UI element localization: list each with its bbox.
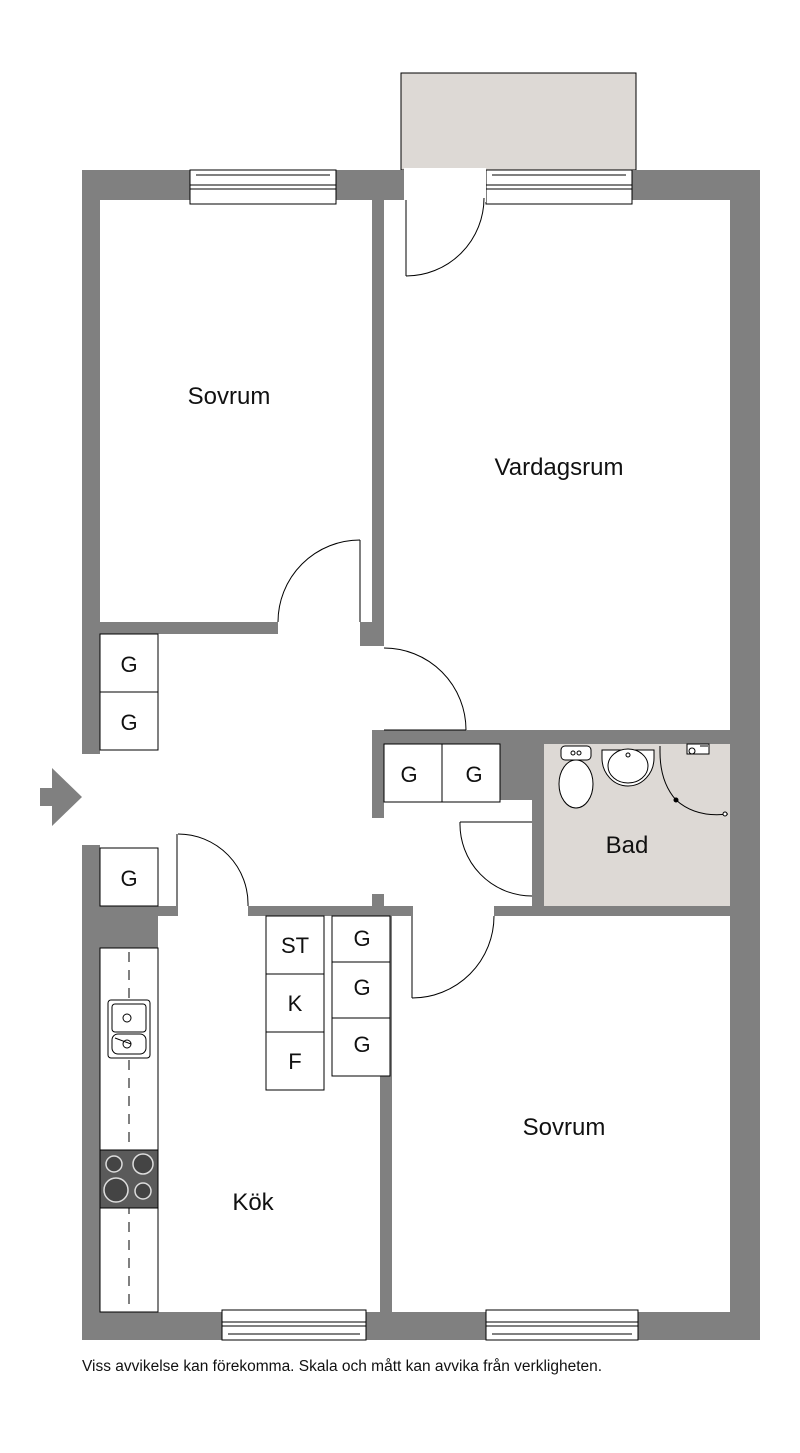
cabinet-label: G xyxy=(353,926,370,951)
room-label-kitchen: Kök xyxy=(232,1189,274,1216)
room-label-bedroom-bottom: Sovrum xyxy=(523,1114,606,1141)
interior-walls xyxy=(100,200,730,1312)
window-icon xyxy=(221,1309,367,1341)
cabinet-label: F xyxy=(288,1049,301,1074)
toilet-icon xyxy=(558,745,594,809)
window-icon xyxy=(189,169,337,205)
disclaimer-text: Viss avvikelse kan förekomma. Skala och … xyxy=(82,1358,603,1375)
room-label-living-room: Vardagsrum xyxy=(495,454,624,481)
entrance-arrow-icon xyxy=(40,768,82,826)
stove-icon xyxy=(99,1149,159,1209)
balcony xyxy=(400,72,637,171)
cabinet-label: K xyxy=(288,991,303,1016)
cabinet-label: G xyxy=(120,652,137,677)
cabinet-label: G xyxy=(120,866,137,891)
cabinet-label: G xyxy=(353,1032,370,1057)
sink-icon xyxy=(107,999,151,1059)
cabinet-label: ST xyxy=(281,933,309,958)
bedroom-cabinet-column xyxy=(331,915,391,1077)
washbasin-icon xyxy=(601,748,655,787)
door-swing-icon xyxy=(177,197,533,999)
room-label-bathroom: Bad xyxy=(606,832,649,859)
hall-cabinets xyxy=(99,633,501,907)
kitchen-appliance-column xyxy=(265,915,325,1091)
cabinet-label: G xyxy=(120,710,137,735)
room-label-bedroom-top: Sovrum xyxy=(188,383,271,410)
window-icon xyxy=(485,1309,639,1341)
cabinet-label: G xyxy=(400,762,417,787)
cabinet-label: G xyxy=(465,762,482,787)
window-icon xyxy=(485,169,633,205)
cabinet-label: G xyxy=(353,975,370,1000)
shower-icon xyxy=(659,743,729,817)
